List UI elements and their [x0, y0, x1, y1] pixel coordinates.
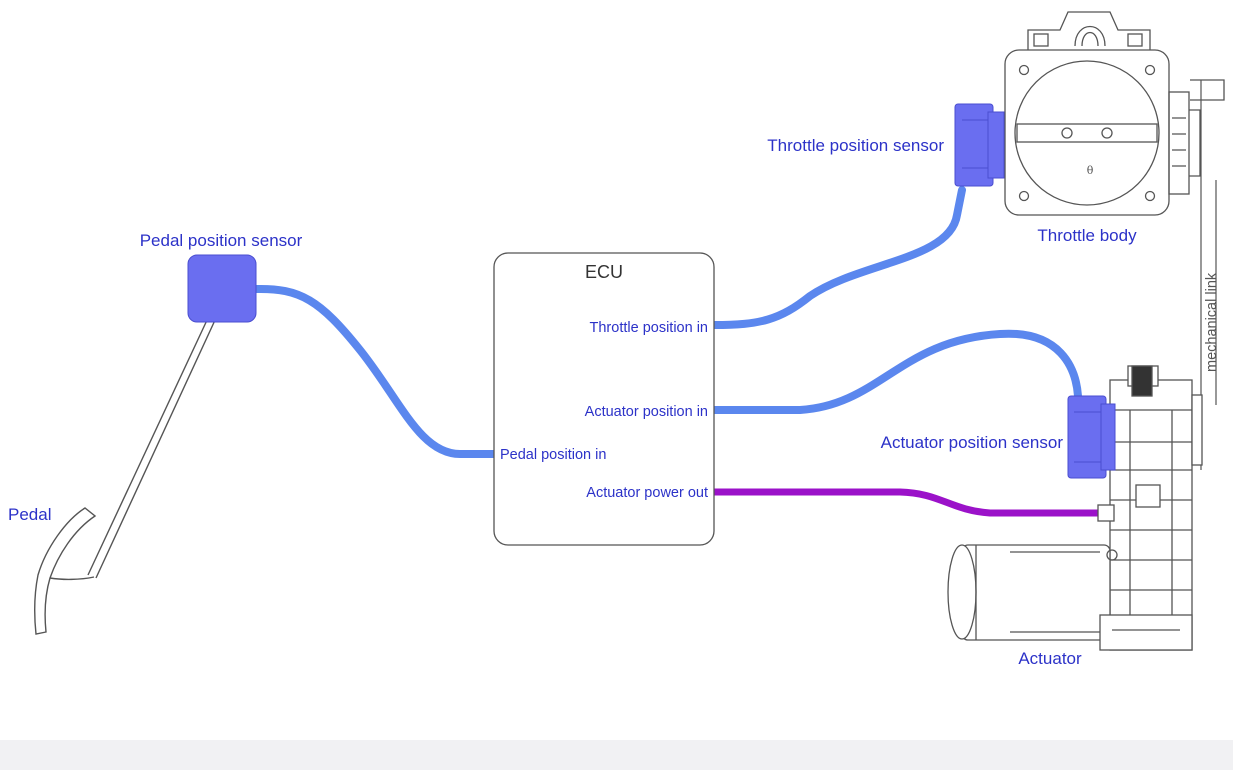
throttle-sensor-wire: [710, 186, 966, 329]
pedal-heel: [49, 576, 95, 581]
actuator-sensor-wire: [710, 329, 1082, 414]
pedal-label: Pedal: [8, 505, 51, 524]
ecu-actuator-position-in: Actuator position in: [585, 404, 708, 420]
bottom-band: [0, 740, 1233, 770]
throttle-position-sensor-block: [954, 103, 1005, 187]
throttle-body: [1004, 11, 1225, 216]
throttle-angle-symbol: θ: [1087, 164, 1094, 177]
actuator-position-sensor-block: [1067, 395, 1116, 479]
ecu-box: [493, 252, 715, 546]
actuator-label: Actuator: [1018, 649, 1082, 668]
pedal: [33, 317, 217, 635]
pedal-position-sensor-label: Pedal position sensor: [140, 231, 303, 250]
mechanical-link-label: mechanical link: [1204, 272, 1220, 372]
actuator-power-wire: [710, 488, 1102, 517]
actuator-assembly: [947, 365, 1203, 651]
pedal-pad: [33, 507, 97, 635]
throttle-position-sensor-label: Throttle position sensor: [767, 136, 944, 155]
ecu-actuator-power-out: Actuator power out: [586, 485, 708, 501]
pedal-arm-edge: [95, 317, 217, 579]
ecu-title: ECU: [585, 262, 623, 282]
ecu-throttle-position-in: Throttle position in: [590, 320, 708, 336]
pedal-position-sensor-block: [187, 254, 257, 323]
actuator-position-sensor-label: Actuator position sensor: [881, 433, 1064, 452]
throttle-body-label: Throttle body: [1037, 226, 1137, 245]
pedal-arm: [87, 317, 209, 576]
ecu-pedal-position-in: Pedal position in: [500, 447, 606, 463]
pedal-sensor-wire: [252, 284, 500, 458]
